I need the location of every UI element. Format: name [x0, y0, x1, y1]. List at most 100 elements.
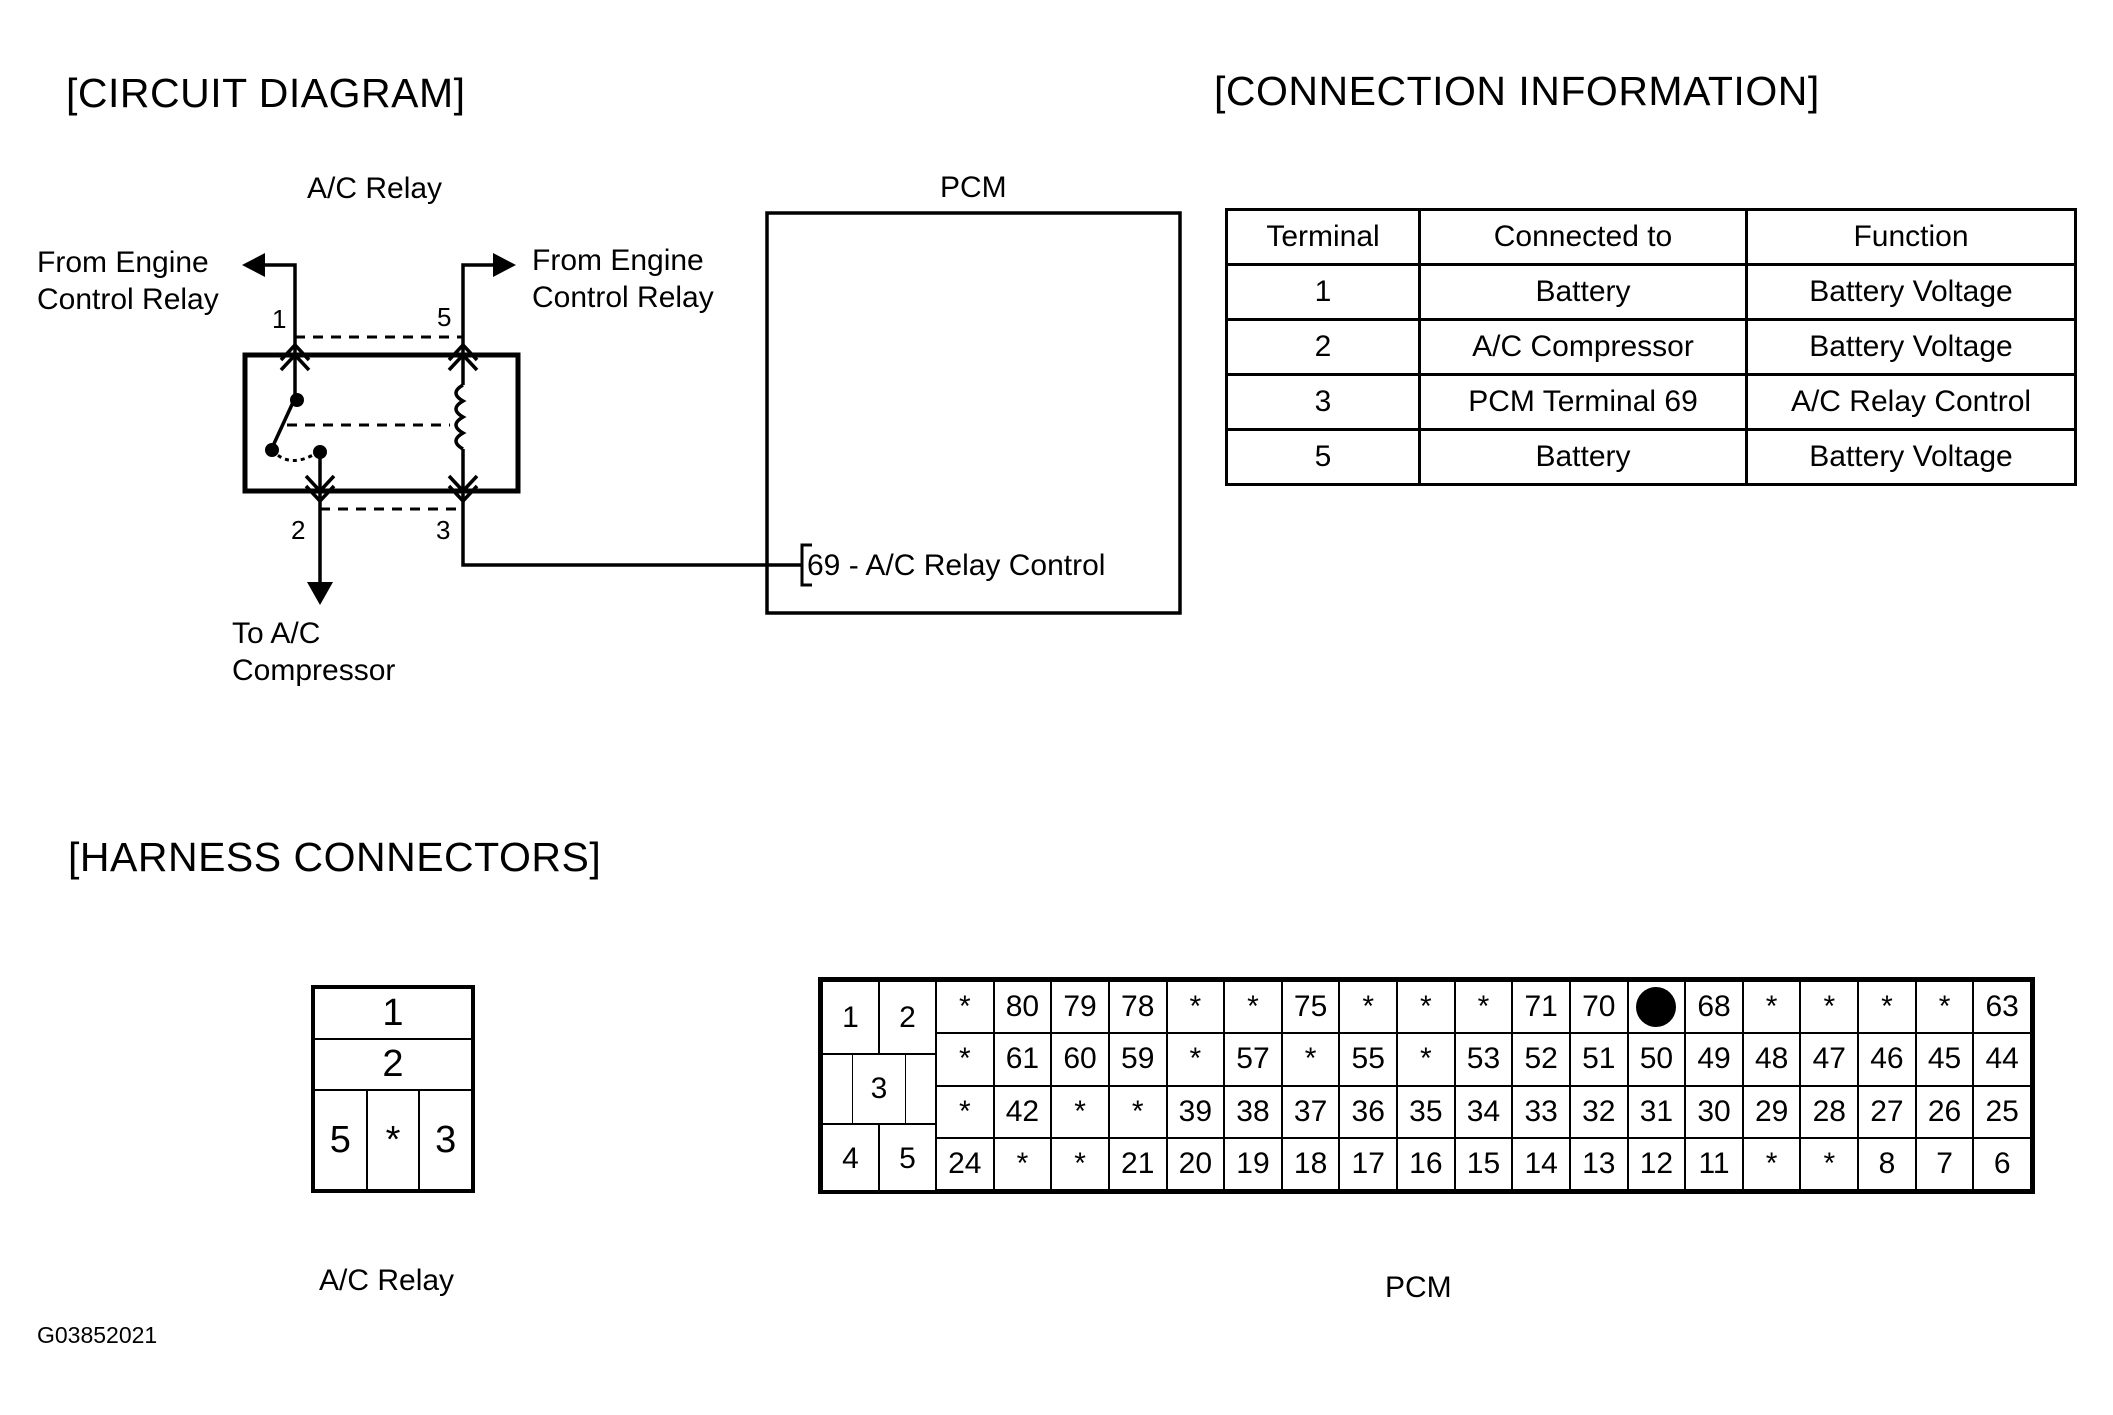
pcm-conn-cell: 51	[1569, 1033, 1628, 1086]
figure-code: G03852021	[37, 1322, 158, 1348]
relay-conn-cell: 5	[314, 1090, 367, 1190]
pcm-conn-cell: 26	[1915, 1085, 1974, 1138]
pcm-conn-cell: 71	[1512, 981, 1570, 1034]
header-function: Function	[1745, 208, 2077, 266]
pcm-conn-cell: 19	[1224, 1137, 1282, 1190]
pcm-conn-cell: 70	[1569, 981, 1628, 1034]
pcm-conn-cell: *	[1800, 1137, 1859, 1190]
pcm-conn-cell: 28	[1800, 1085, 1859, 1138]
pcm-conn-cell: *	[936, 1033, 994, 1086]
table-row: 2 A/C Compressor Battery Voltage	[1225, 318, 2077, 376]
pcm-conn-cell: 8	[1858, 1137, 1916, 1190]
relay-conn-cell: 3	[419, 1090, 472, 1190]
pcm-conn-cell: *	[936, 1085, 994, 1138]
cell-connected-to: Battery	[1418, 428, 1748, 486]
pcm-conn-cell: 32	[1569, 1085, 1628, 1138]
cell-function: Battery Voltage	[1745, 428, 2077, 486]
pcm-conn-cell: 37	[1281, 1085, 1340, 1138]
pcm-conn-cell: *	[1454, 981, 1513, 1034]
to-compressor-label: To A/C Compressor	[232, 617, 396, 687]
terminal-69-marker-icon	[1636, 987, 1677, 1028]
wire-pin3-pcm69	[461, 491, 802, 567]
cell-terminal: 2	[1225, 318, 1421, 376]
pcm-conn-cell: 18	[1281, 1137, 1340, 1190]
pcm-conn-cell: 21	[1108, 1137, 1167, 1190]
pcm-conn-cell: 5	[879, 1124, 936, 1194]
pcm-conn-cell: *	[1051, 1085, 1109, 1138]
pcm-conn-cell: 25	[1973, 1085, 2031, 1138]
pcm-conn-cell: 78	[1108, 981, 1167, 1034]
pcm-connector-left-block: 1 2 3 4 5	[822, 981, 936, 1194]
pcm-conn-cell: 13	[1569, 1137, 1628, 1190]
pcm-conn-cell: 34	[1454, 1085, 1513, 1138]
pcm-conn-cell: 4	[822, 1124, 879, 1194]
pcm-conn-cell: 17	[1339, 1137, 1398, 1190]
pcm-conn-cell: *	[993, 1137, 1052, 1190]
pcm-conn-cell: 50	[1627, 1033, 1686, 1086]
pcm-conn-cell: *	[1281, 1033, 1340, 1086]
pcm-conn-cell: 75	[1281, 981, 1340, 1034]
pcm-conn-cell	[1627, 981, 1686, 1034]
pcm-conn-cell: 31	[1627, 1085, 1686, 1138]
pcm-conn-cell: 6	[1973, 1137, 2031, 1190]
pcm-conn-cell: 2	[879, 981, 936, 1054]
relay-pin-3: 3	[436, 515, 451, 545]
cell-function: Battery Voltage	[1745, 263, 2077, 321]
pcm-terminal-69-label: 69 - A/C Relay Control	[807, 549, 1106, 582]
pcm-terminal-69-bracket	[800, 543, 812, 587]
pcm-conn-cell: 53	[1454, 1033, 1513, 1086]
wire-pin5	[461, 263, 496, 355]
pcm-conn-cell: *	[1051, 1137, 1109, 1190]
pcm-conn-cell: *	[1397, 981, 1455, 1034]
pcm-conn-cell: *	[1742, 981, 1801, 1034]
cell-terminal: 3	[1225, 373, 1421, 431]
pcm-conn-cell: *	[1742, 1137, 1801, 1190]
from-engine-left-label: From Engine Control Relay	[37, 246, 219, 316]
table-row: 1 Battery Battery Voltage	[1225, 263, 2077, 321]
wire-pin1	[262, 263, 297, 355]
cell-terminal: 1	[1225, 263, 1421, 321]
pcm-conn-cell: *	[1800, 981, 1859, 1034]
relay-pin-1: 1	[272, 304, 287, 334]
pcm-conn-cell: 27	[1858, 1085, 1916, 1138]
pcm-conn-cell: *	[1915, 981, 1974, 1034]
pcm-label: PCM	[940, 171, 1007, 204]
circuit-diagram-title: [CIRCUIT DIAGRAM]	[66, 70, 466, 116]
pcm-conn-cell: *	[1108, 1085, 1167, 1138]
pcm-conn-cell: 36	[1339, 1085, 1398, 1138]
cell-function: Battery Voltage	[1745, 318, 2077, 376]
pcm-conn-cell: 14	[1512, 1137, 1570, 1190]
cell-terminal: 5	[1225, 428, 1421, 486]
pcm-conn-cell: 30	[1685, 1085, 1743, 1138]
pcm-conn-cell: 24	[936, 1137, 994, 1190]
pcm-conn-cell: 57	[1224, 1033, 1282, 1086]
cell-connected-to: Battery	[1418, 263, 1748, 321]
connection-information-title: [CONNECTION INFORMATION]	[1214, 68, 1820, 114]
pcm-conn-cell: *	[1339, 981, 1398, 1034]
relay-conn-cell: 2	[314, 1039, 472, 1090]
table-row: 5 Battery Battery Voltage	[1225, 428, 2077, 486]
arrow-right	[493, 253, 516, 277]
relay-pin-2: 2	[291, 515, 306, 545]
connection-table: Terminal Connected to Function 1 Battery…	[1225, 208, 2077, 486]
cell-connected-to: PCM Terminal 69	[1418, 373, 1748, 431]
pcm-conn-cell: *	[1858, 981, 1916, 1034]
pcm-conn-cell: 16	[1397, 1137, 1455, 1190]
pcm-conn-cell: 33	[1512, 1085, 1570, 1138]
pcm-connector-caption: PCM	[1385, 1271, 1452, 1304]
pcm-conn-cell: 38	[1224, 1085, 1282, 1138]
pcm-conn-cell: 59	[1108, 1033, 1167, 1086]
pcm-conn-cell: *	[936, 981, 994, 1034]
pcm-conn-cell: 61	[993, 1033, 1052, 1086]
relay-conn-cell: *	[366, 1090, 420, 1190]
pcm-conn-cell: 35	[1397, 1085, 1455, 1138]
relay-label: A/C Relay	[307, 172, 443, 205]
pcm-conn-cell: 39	[1166, 1085, 1225, 1138]
relay-harness-connector: 1 2 5 * 3	[311, 985, 475, 1193]
pcm-conn-cell: *	[1166, 1033, 1225, 1086]
pcm-conn-cell: *	[1166, 981, 1225, 1034]
pcm-conn-cell: 47	[1800, 1033, 1859, 1086]
